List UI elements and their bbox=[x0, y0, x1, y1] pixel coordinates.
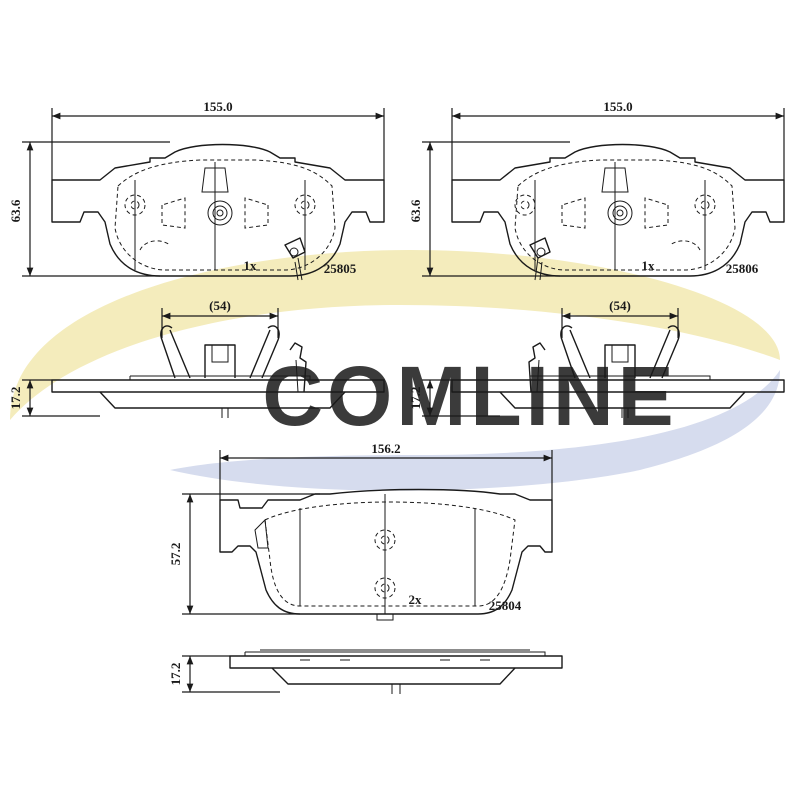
dimension-label-height-top-left: 63.6 bbox=[8, 199, 23, 222]
dimension-width-top-left: 155.0 bbox=[51, 99, 385, 180]
dimension-label-width-top-left: 155.0 bbox=[203, 99, 232, 114]
watermark-brand-text: COMLINE bbox=[262, 349, 677, 443]
dimension-clip-left: (54) bbox=[161, 298, 279, 338]
dimension-height-top-left: 63.6 bbox=[8, 141, 170, 277]
dimension-label-height-bottom: 57.2 bbox=[168, 543, 183, 566]
watermark-yellow-swoosh bbox=[10, 250, 780, 420]
dimension-clip-right: (54) bbox=[561, 298, 679, 338]
dimension-height-bottom: 57.2 bbox=[168, 493, 320, 615]
qty-label-top-left: 1x bbox=[244, 258, 258, 273]
dimension-width-top-right: 155.0 bbox=[451, 99, 785, 180]
dimension-label-clip-left: (54) bbox=[209, 298, 231, 313]
dimension-label-thickness-left: 17.2 bbox=[8, 387, 23, 410]
part-number-top-left: 25805 bbox=[324, 261, 357, 276]
part-number-top-right: 25806 bbox=[726, 261, 759, 276]
pad-25806-side-view bbox=[451, 325, 785, 418]
pad-25805-side-view bbox=[51, 325, 385, 418]
dimension-height-top-right: 63.6 bbox=[408, 141, 570, 277]
dimension-label-height-top-right: 63.6 bbox=[408, 199, 423, 222]
dimension-label-clip-right: (54) bbox=[609, 298, 631, 313]
wear-indicator-clip bbox=[284, 237, 306, 281]
dimension-thickness-bottom: 17.2 bbox=[168, 655, 280, 693]
dimension-label-thickness-bottom: 17.2 bbox=[168, 663, 183, 686]
part-number-bottom: 25804 bbox=[489, 598, 522, 613]
dimension-label-thickness-right: 17.2 bbox=[408, 387, 423, 410]
dimension-label-width-top-right: 155.0 bbox=[603, 99, 632, 114]
pad-25804-side-view bbox=[229, 649, 563, 694]
pad-25805-front-view bbox=[51, 143, 385, 281]
qty-label-bottom: 2x bbox=[409, 592, 423, 607]
dimension-label-width-bottom: 156.2 bbox=[371, 441, 400, 456]
dimension-width-bottom: 156.2 bbox=[219, 441, 553, 500]
pad-25804-front-view bbox=[219, 488, 553, 621]
qty-label-top-right: 1x bbox=[642, 258, 656, 273]
wear-indicator-clip bbox=[529, 237, 551, 281]
pad-25806-front-view bbox=[451, 143, 785, 281]
dimension-thickness-left: 17.2 bbox=[8, 379, 100, 417]
dimension-thickness-right: 17.2 bbox=[408, 379, 500, 417]
